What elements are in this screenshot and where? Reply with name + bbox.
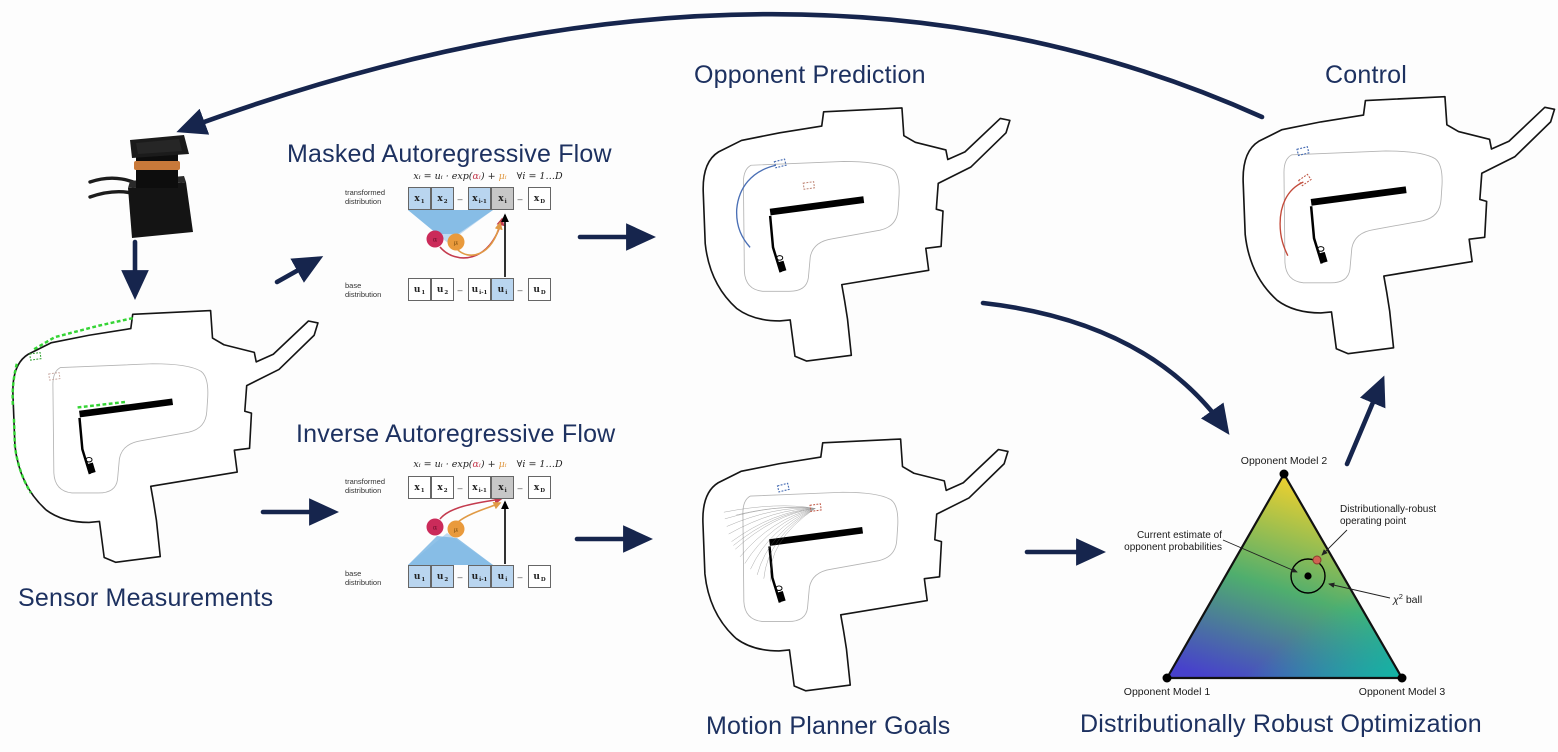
vertex-dot-right: [1397, 673, 1407, 683]
maf-graphics: αᵢ μᵢ: [408, 210, 509, 277]
ellipsis: –: [457, 284, 463, 295]
ball-callout-line: [1328, 582, 1391, 599]
ellipsis: –: [517, 571, 523, 582]
opponent-marker-blue: [776, 482, 790, 493]
motion-planner-goals-title: Motion Planner Goals: [706, 712, 951, 740]
opponent-marker-blue: [773, 158, 787, 169]
robust-callout-line: [1321, 529, 1348, 556]
sensor-measurements-map: [0, 267, 336, 584]
opponent-model-2-label: Opponent Model 2: [1241, 455, 1328, 467]
opponent-marker-blue: [1296, 146, 1310, 157]
alpha-node-label: αᵢ: [433, 526, 437, 532]
opponent-model-1-label: Opponent Model 1: [1124, 686, 1211, 698]
lidar-scan-points: [11, 316, 133, 494]
mu-node-label: μᵢ: [453, 241, 458, 247]
control-title: Control: [1325, 61, 1407, 89]
lidar-sensor-image: [88, 135, 193, 238]
lidar-cap-face: [136, 139, 182, 154]
alpha-node-label: αᵢ: [433, 238, 437, 244]
ellipsis: –: [517, 284, 523, 295]
opponent-model-3-label: Opponent Model 3: [1359, 686, 1446, 698]
alpha-function-node: [426, 518, 444, 536]
maf-diagram: xᵢ = uᵢ · exp(αᵢ) + μᵢ∀i = 1…D αᵢ μᵢ tra…: [345, 171, 580, 311]
goal-trajectory-fan: [723, 505, 816, 582]
ellipsis: –: [517, 482, 523, 493]
robust-label-line2: operating point: [1340, 516, 1406, 527]
predicted-trajectory: [736, 164, 777, 248]
vertex-dot-left: [1162, 673, 1172, 683]
iaf-diagram: xᵢ = uᵢ · exp(αᵢ) + μᵢ∀i = 1…D αᵢ μᵢ tra…: [345, 455, 580, 595]
iaf-title: Inverse Autoregressive Flow: [296, 420, 616, 448]
control-map: [1185, 54, 1558, 374]
ellipsis: –: [457, 193, 463, 204]
robust-operating-point: [1312, 555, 1322, 565]
iaf-equation: xᵢ = uᵢ · exp(αᵢ) + μᵢ∀i = 1…D: [413, 459, 563, 470]
current-estimate-dot: [1304, 572, 1312, 580]
mu-function-node: [447, 233, 465, 251]
alpha-function-node: [426, 230, 444, 248]
dro-simplex: Opponent Model 2 Opponent Model 1 Oppone…: [1124, 455, 1446, 698]
ellipsis: –: [517, 193, 523, 204]
opponent-marker-red: [1297, 173, 1312, 187]
sensor-measurements-title: Sensor Measurements: [18, 584, 274, 612]
lidar-orange-band: [134, 161, 180, 170]
ellipsis: –: [457, 482, 463, 493]
motion-planner-goals-map: [646, 397, 1026, 711]
mu-node-label: μᵢ: [453, 528, 458, 534]
estimate-label-line2: opponent probabilities: [1124, 542, 1222, 553]
maf-title: Masked Autoregressive Flow: [287, 140, 612, 168]
vertex-dot-top: [1279, 469, 1289, 479]
ball-label: χ2 ball: [1392, 592, 1422, 606]
arrow-map-to-maf: [274, 256, 324, 285]
opponent-prediction-title: Opponent Prediction: [694, 61, 926, 89]
robust-label-line1: Distributionally-robust: [1340, 504, 1436, 515]
maf-equation: xᵢ = uᵢ · exp(αᵢ) + μᵢ∀i = 1…D: [413, 171, 563, 182]
iaf-graphics: αᵢ μᵢ: [408, 496, 509, 565]
opponent-marker-faint: [48, 371, 61, 381]
mu-function-node: [447, 520, 465, 538]
dro-title: Distributionally Robust Optimization: [1080, 710, 1482, 738]
ellipsis: –: [457, 571, 463, 582]
opponent-marker-red: [809, 503, 822, 512]
opponent-prediction-map: [646, 65, 1028, 382]
chi-squared-ball: [1290, 558, 1326, 594]
opponent-marker-green: [29, 351, 42, 361]
lidar-base: [128, 182, 193, 238]
control-trajectory: [1279, 181, 1304, 257]
estimate-callout-line: [1222, 539, 1298, 573]
estimate-label-line1: Current estimate of: [1137, 530, 1222, 541]
opponent-marker-red: [802, 181, 816, 190]
arrow-prediction-to-dro: [980, 300, 1230, 435]
